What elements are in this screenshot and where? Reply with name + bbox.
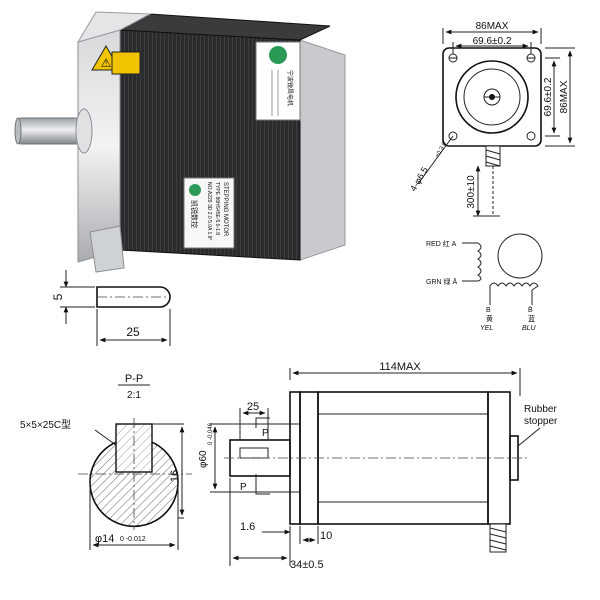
svg-text:RED 红 A: RED 红 A — [426, 239, 457, 248]
warning-label: ⚠ — [91, 45, 141, 75]
svg-text:凯锐数控: 凯锐数控 — [190, 200, 199, 228]
key-detail: 5 25 — [51, 270, 171, 346]
front-view: 86MAX 69.6±0.2 69.6±0.2 86MAX 4-φ6.5 +0.… — [408, 21, 575, 217]
svg-text:NO.A229 3D 2.0 5.0A 1.8°: NO.A229 3D 2.0 5.0A 1.8° — [206, 182, 212, 240]
svg-text:⚠: ⚠ — [101, 56, 112, 70]
svg-text:P: P — [262, 428, 269, 439]
svg-text:YEL: YEL — [480, 325, 493, 332]
svg-text:宁波锐昌电机: 宁波锐昌电机 — [286, 70, 294, 106]
svg-text:2:1: 2:1 — [127, 390, 141, 401]
top-nameplate: 宁波锐昌电机 — [255, 41, 301, 121]
svg-text:4-φ6.5: 4-φ6.5 — [408, 165, 430, 193]
svg-text:+0.3 0: +0.3 0 — [435, 141, 449, 159]
svg-text:0 -0.012: 0 -0.012 — [120, 536, 146, 543]
svg-text:300±10: 300±10 — [466, 175, 477, 209]
svg-text:34±0.5: 34±0.5 — [290, 559, 324, 571]
shaft — [17, 117, 83, 145]
svg-text:114MAX: 114MAX — [379, 361, 421, 373]
svg-text:BLU: BLU — [522, 325, 537, 332]
svg-text:GRN 绿 Ā: GRN 绿 Ā — [426, 277, 457, 286]
svg-text:P-P: P-P — [125, 373, 143, 385]
svg-text:5: 5 — [51, 293, 65, 300]
svg-text:69.6±0.2: 69.6±0.2 — [473, 36, 512, 47]
side-label: STEPPING MOTOR TYPE 86HS45E-5.0-1.8 NO.A… — [183, 177, 235, 249]
svg-text:STEPPING MOTOR: STEPPING MOTOR — [222, 182, 228, 237]
svg-text:stopper: stopper — [524, 416, 558, 427]
svg-text:φ60: φ60 — [198, 450, 209, 468]
svg-text:25: 25 — [126, 325, 140, 339]
svg-text:B̄: B̄ — [528, 306, 533, 314]
svg-text:5×5×25C型: 5×5×25C型 — [20, 418, 71, 431]
svg-text:86MAX: 86MAX — [476, 21, 509, 32]
svg-text:0 -0.046: 0 -0.046 — [208, 422, 214, 445]
svg-text:25: 25 — [247, 401, 259, 413]
section-view: P-P 2:1 5×5×25C型 16 φ14 0 -0.012 — [20, 373, 192, 550]
svg-text:Rubber: Rubber — [524, 404, 557, 415]
svg-text:1.6: 1.6 — [240, 521, 255, 533]
svg-text:P: P — [240, 482, 247, 493]
svg-text:86MAX: 86MAX — [559, 80, 570, 113]
svg-text:10: 10 — [320, 530, 332, 542]
motor-photo: ⚠ 宁波锐昌电机 STEPPING MOTOR TYPE 86HS45E-5.0… — [14, 11, 346, 273]
svg-text:黄: 黄 — [486, 314, 493, 323]
svg-text:TYPE 86HS45E-5.0-1.8: TYPE 86HS45E-5.0-1.8 — [214, 182, 220, 235]
svg-text:16: 16 — [169, 470, 181, 482]
svg-text:蓝: 蓝 — [528, 314, 535, 323]
svg-text:B: B — [486, 307, 491, 314]
svg-text:69.6±0.2: 69.6±0.2 — [543, 77, 554, 116]
wiring-diagram: RED 红 A GRN 绿 Ā B 黄 YEL B̄ 蓝 BLU — [426, 233, 543, 332]
side-view: 114MAX P P 25 φ60 0 -0.046 — [198, 361, 558, 571]
svg-text:φ14: φ14 — [95, 533, 114, 545]
